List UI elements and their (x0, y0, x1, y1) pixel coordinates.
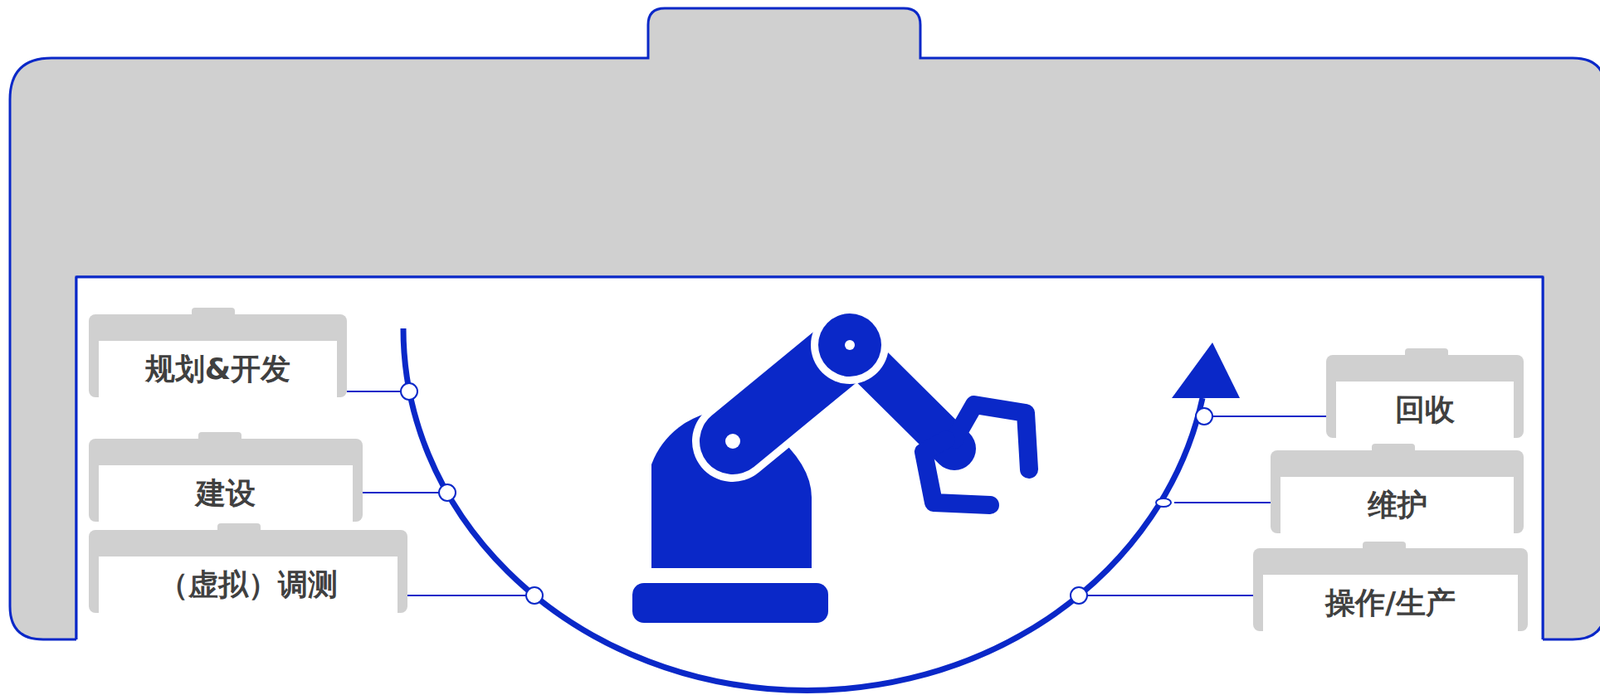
arc-dot (1070, 587, 1088, 605)
panel-edge (76, 276, 1543, 279)
box-tab (191, 307, 235, 317)
stage-label: 建设 (195, 475, 256, 512)
inner-panel (76, 277, 1543, 643)
box-inner: 规划&开发 (98, 341, 337, 398)
box-tab (1404, 348, 1449, 357)
stage-box: （虚拟）调测 (88, 530, 408, 614)
box-tab (1371, 443, 1415, 453)
arc-dot (1195, 408, 1213, 425)
box-inner: 建设 (98, 465, 353, 522)
panel-edge (75, 277, 79, 640)
stage-box: 操作/生产 (1253, 548, 1528, 632)
stage-label: 规划&开发 (145, 351, 291, 387)
box-inner: 操作/生产 (1263, 575, 1518, 632)
arc-dot (400, 383, 418, 400)
box-inner: （虚拟）调测 (98, 556, 398, 614)
robot-joint-dot (844, 340, 855, 351)
box-tab (1362, 541, 1406, 551)
stage-label: 操作/生产 (1325, 585, 1456, 621)
robot-joint (818, 313, 882, 377)
stage-box: 回收 (1326, 355, 1524, 439)
stage-label: 维护 (1367, 487, 1428, 523)
arc-dot (526, 587, 543, 605)
arc-arrowhead (1171, 342, 1240, 399)
robot-gripper (923, 439, 991, 506)
stage-box: 建设 (88, 439, 363, 522)
robot-gripper (954, 404, 1030, 470)
stage-box: 规划&开发 (88, 314, 347, 398)
arc-dot (439, 484, 456, 502)
panel-edge (1541, 277, 1545, 640)
lifecycle-arc (403, 328, 1203, 691)
robot-joint-dot (725, 434, 741, 449)
robot-arm-icon (632, 306, 1030, 624)
leader-line (1174, 502, 1271, 504)
leader-line (407, 595, 527, 597)
leader-line (346, 390, 401, 393)
leader-line (362, 492, 440, 494)
robot-base (632, 583, 829, 624)
box-inner: 回收 (1336, 381, 1514, 439)
stage-label: （虚拟）调测 (158, 566, 338, 603)
box-tab (217, 523, 261, 532)
leader-line (1212, 415, 1327, 418)
arc-dot (1156, 498, 1171, 508)
stage-box: 维护 (1270, 450, 1524, 534)
box-tab (198, 432, 242, 441)
leader-line (1087, 595, 1254, 597)
stage-label: 回收 (1395, 391, 1455, 428)
box-inner: 维护 (1280, 477, 1514, 534)
robot-joint (810, 306, 889, 385)
